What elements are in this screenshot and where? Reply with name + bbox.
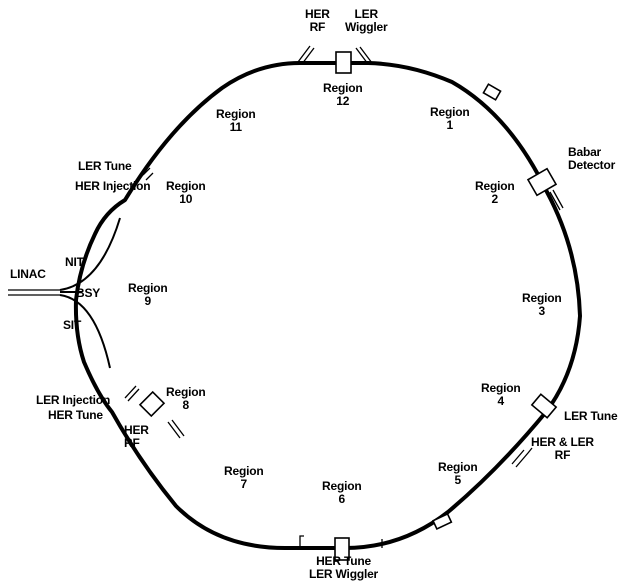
region-7-number: 7 bbox=[240, 477, 247, 491]
region-2-number: 2 bbox=[491, 192, 498, 206]
region-5-component bbox=[431, 512, 453, 530]
region-4-name: Region bbox=[481, 381, 521, 395]
ler-injection-label: LER Injection bbox=[36, 393, 111, 407]
region-4-number: 4 bbox=[497, 394, 504, 408]
ler-wiggler-top-label-line2: Wiggler bbox=[345, 20, 388, 34]
region-11-number: 11 bbox=[229, 120, 242, 134]
her-rf-top-label-line1: HER bbox=[305, 7, 330, 21]
region-9-name: Region bbox=[128, 281, 168, 295]
region-8-name: Region bbox=[166, 385, 206, 399]
bottom-label: HER Tune LER Wiggler bbox=[309, 555, 378, 581]
ler-wiggler-top-label: LER Wiggler bbox=[345, 8, 388, 34]
nit-label: NIT bbox=[65, 255, 84, 269]
babar-label-line2: Detector bbox=[568, 158, 616, 172]
her-rf-left-label-line1: HER bbox=[124, 423, 149, 437]
babar-detector-label: Babar Detector bbox=[568, 146, 615, 172]
region-2-label: Region 2 bbox=[475, 179, 515, 206]
region-5-name: Region bbox=[438, 460, 478, 474]
region-1-label: Region 1 bbox=[430, 105, 470, 132]
her-ler-rf-label: HER & LER RF bbox=[531, 436, 594, 462]
region-3-number: 3 bbox=[538, 304, 545, 318]
region-1-component bbox=[482, 83, 502, 101]
her-rf-left-label-line2: RF bbox=[124, 436, 140, 450]
region-7-label: Region 7 bbox=[224, 464, 264, 491]
linac-label: LINAC bbox=[10, 267, 46, 281]
ler-wiggler-top-box bbox=[335, 51, 352, 74]
region-8-number: 8 bbox=[182, 398, 189, 412]
region-1-name: Region bbox=[430, 105, 470, 119]
bottom-marker-left bbox=[299, 535, 304, 548]
region-6-label: Region 6 bbox=[322, 479, 362, 506]
her-ler-rf-label-line2: RF bbox=[554, 448, 571, 462]
babar-line bbox=[549, 189, 564, 211]
region-2-name: Region bbox=[475, 179, 515, 193]
region-8-label: Region 8 bbox=[166, 385, 206, 412]
region-3-name: Region bbox=[522, 291, 562, 305]
region-5-number: 5 bbox=[454, 473, 461, 487]
ler-tune-right-box bbox=[530, 393, 558, 419]
ler-wiggler-top-line bbox=[355, 46, 373, 65]
her-tune-left-box bbox=[138, 390, 166, 418]
region-12-name: Region bbox=[323, 81, 363, 95]
region-6-name: Region bbox=[322, 479, 362, 493]
her-rf-left-label: HER RF bbox=[124, 424, 149, 450]
region-10-number: 10 bbox=[179, 192, 193, 206]
babar-detector-box bbox=[526, 167, 558, 197]
ler-injection-line bbox=[124, 385, 140, 402]
nit-line bbox=[59, 217, 121, 291]
region-10-label: Region 10 bbox=[166, 179, 206, 206]
region-3-label: Region 3 bbox=[522, 291, 562, 318]
region-11-name: Region bbox=[216, 107, 256, 121]
her-ler-rf-line bbox=[511, 447, 533, 468]
her-rf-top-label-line2: RF bbox=[309, 20, 326, 34]
babar-label-line1: Babar bbox=[568, 145, 602, 159]
her-rf-top-label: HER RF bbox=[305, 8, 330, 34]
region-9-label: Region 9 bbox=[128, 281, 168, 308]
region-1-number: 1 bbox=[446, 118, 453, 132]
bottom-label-line1: HER Tune bbox=[316, 554, 371, 568]
region-7-name: Region bbox=[224, 464, 264, 478]
her-injection-label: HER Injection bbox=[75, 179, 151, 193]
region-12-label: Region 12 bbox=[323, 81, 363, 108]
bottom-label-line2: LER Wiggler bbox=[309, 567, 379, 581]
region-6-number: 6 bbox=[338, 492, 345, 506]
region-10-name: Region bbox=[166, 179, 206, 193]
region-4-label: Region 4 bbox=[481, 381, 521, 408]
sit-line bbox=[59, 294, 111, 369]
region-5-label: Region 5 bbox=[438, 460, 478, 487]
ler-tune-left-label: LER Tune bbox=[78, 159, 132, 173]
region-12-number: 12 bbox=[336, 94, 350, 108]
her-ler-rf-label-line1: HER & LER bbox=[531, 435, 594, 449]
bsy-label: BSY bbox=[76, 286, 101, 300]
her-tune-left-label: HER Tune bbox=[48, 408, 103, 422]
her-rf-top-line bbox=[297, 45, 315, 65]
ler-wiggler-top-label-line1: LER bbox=[354, 7, 379, 21]
storage-ring bbox=[73, 61, 582, 550]
region-11-label: Region 11 bbox=[216, 107, 256, 134]
sit-label: SIT bbox=[63, 318, 82, 332]
her-injection-marker bbox=[142, 167, 154, 181]
ler-tune-right-label: LER Tune bbox=[564, 409, 618, 423]
her-rf-left-line bbox=[167, 419, 185, 439]
ler-wiggler-bottom-box bbox=[334, 537, 350, 561]
region-9-number: 9 bbox=[144, 294, 151, 308]
